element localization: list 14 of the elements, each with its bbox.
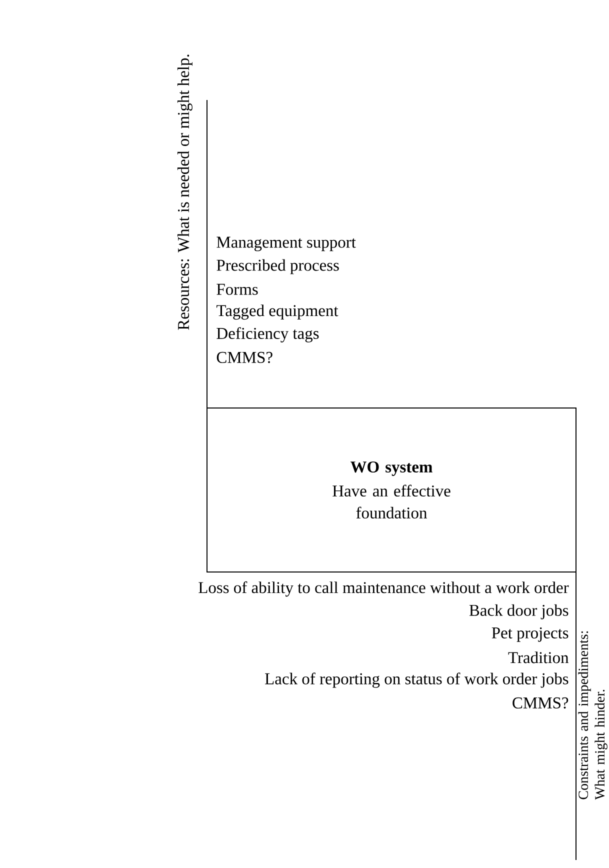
list-item: Management support <box>216 236 356 252</box>
list-item: CMMS? <box>216 352 272 364</box>
list-item: Back door jobs <box>469 604 568 620</box>
list-item: Prescribed process <box>216 259 339 274</box>
list-item: Pet projects <box>492 627 568 642</box>
list-item: Tagged equipment <box>216 304 338 320</box>
list-item: Tradition <box>508 652 569 664</box>
side-heading: Constraints and impediments: What might hinder. <box>578 631 608 800</box>
list-item: Deficiency tags <box>216 327 319 342</box>
system-box: WO system Have an effective foundation <box>206 408 576 572</box>
list-item: Lack of reporting on status of work order jobs <box>265 672 568 688</box>
list-item: Forms <box>216 284 258 295</box>
list-item: CMMS? <box>512 697 568 709</box>
side-heading: Resources: What is needed or might help. <box>177 54 192 330</box>
